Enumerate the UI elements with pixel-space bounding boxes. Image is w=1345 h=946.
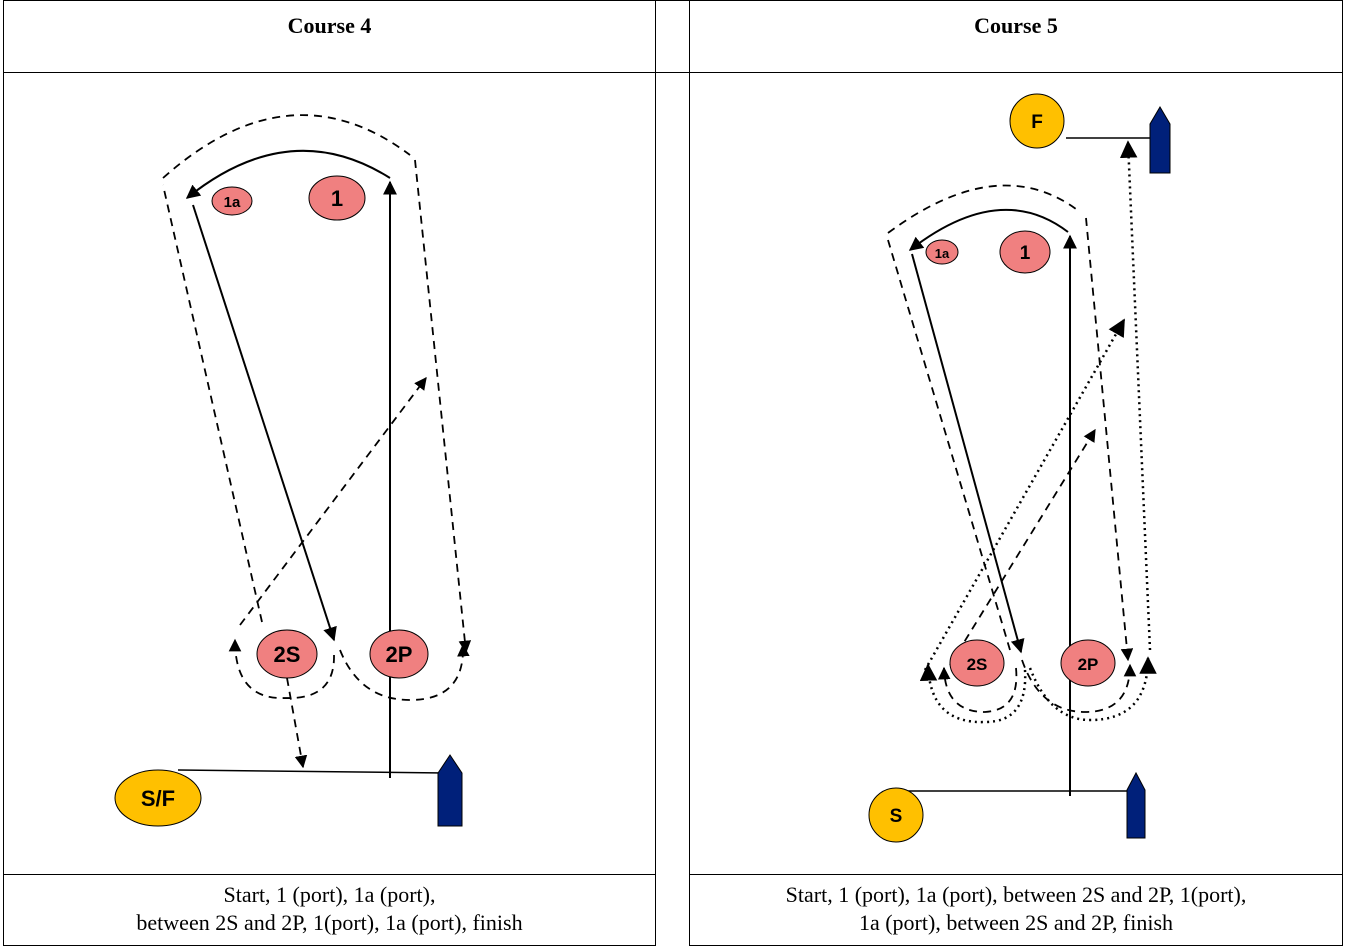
course-5-mark-2p-label: 2P (1078, 655, 1099, 674)
course-4-start-finish-label: S/F (141, 786, 175, 811)
course-4-diagram: 1a 1 2S 2P S/F (114, 114, 470, 827)
course-5-dotted-loop-2p (1028, 656, 1157, 722)
course-5-dotted-finish-leg (1119, 140, 1152, 651)
course-4-committee-boat (437, 754, 463, 827)
course-5-mark-2p: 2P (1060, 639, 1116, 687)
course-5-title: Course 5 (974, 13, 1058, 38)
course-5-start-mark: S (868, 787, 924, 843)
course-5-description-cell: Start, 1 (port), 1a (port), between 2S a… (689, 874, 1343, 946)
course-4-leg-1a-to-2s (192, 204, 337, 642)
course-5-dotted-cross-leg (923, 318, 1126, 671)
course-5-leg-1-to-1a (908, 208, 1069, 251)
course-5-dashed-cross-leg (949, 428, 1096, 666)
course-4-mark-2s-label: 2S (274, 642, 301, 667)
course-5-committee-boat-start (1126, 771, 1146, 839)
course-5-mark-1a: 1a (925, 239, 959, 265)
course-4-dashed-finish-leg (286, 677, 308, 769)
course-4-description-line1: Start, 1 (port), 1a (port), (223, 882, 436, 907)
course-5-finish-mark: F (1009, 93, 1065, 149)
course-5-dashed-outer-loop (887, 184, 1128, 660)
course-4-dashed-outer-loop (162, 114, 466, 652)
course-5-mark-1-label: 1 (1020, 243, 1031, 264)
course-4-mark-2s: 2S (256, 629, 318, 679)
course-4-mark-2p: 2P (369, 629, 429, 679)
course-5-mark-2s: 2S (949, 639, 1005, 687)
course-5-dotted-loop-2s (919, 663, 1027, 724)
course-4-mark-1a: 1a (211, 186, 253, 216)
course-5-description-line1: Start, 1 (port), 1a (port), between 2S a… (785, 882, 1247, 907)
course-4-description-line2: between 2S and 2P, 1(port), 1a (port), f… (136, 910, 523, 935)
course-4-mark-1: 1 (308, 175, 366, 221)
course-5-mark-1a-label: 1a (935, 246, 950, 261)
course-4-start-line (177, 769, 446, 774)
course-5-mark-1: 1 (999, 230, 1051, 274)
course-5-finish-label: F (1031, 112, 1043, 133)
course-5-dashed-loop-2p (1021, 659, 1137, 713)
course-5-description-line2: 1a (port), between 2S and 2P, finish (858, 910, 1174, 935)
course-4-dashed-cross-leg (239, 376, 427, 626)
course-4-start-finish-mark: S/F (114, 769, 202, 827)
course-5-mark-2s-label: 2S (967, 655, 988, 674)
course-5-leg-1a-to-2s (911, 253, 1025, 654)
course-4-title: Course 4 (287, 13, 372, 38)
course-5-diagram: 1a 1 2S 2P F S (868, 93, 1171, 843)
course-4-leg-1-to-1a (185, 149, 391, 199)
course-5-start-label: S (890, 806, 903, 827)
course-4-mark-1a-label: 1a (224, 194, 241, 211)
course-4-dashed-loop-2p (339, 643, 470, 701)
course-4-mark-2p-label: 2P (386, 642, 413, 667)
course-4-dashed-loop-2s (228, 638, 335, 699)
course-5-dashed-loop-2s (937, 666, 1018, 713)
course-5-committee-boat-finish (1149, 106, 1171, 174)
course-4-mark-1-label: 1 (331, 186, 343, 211)
